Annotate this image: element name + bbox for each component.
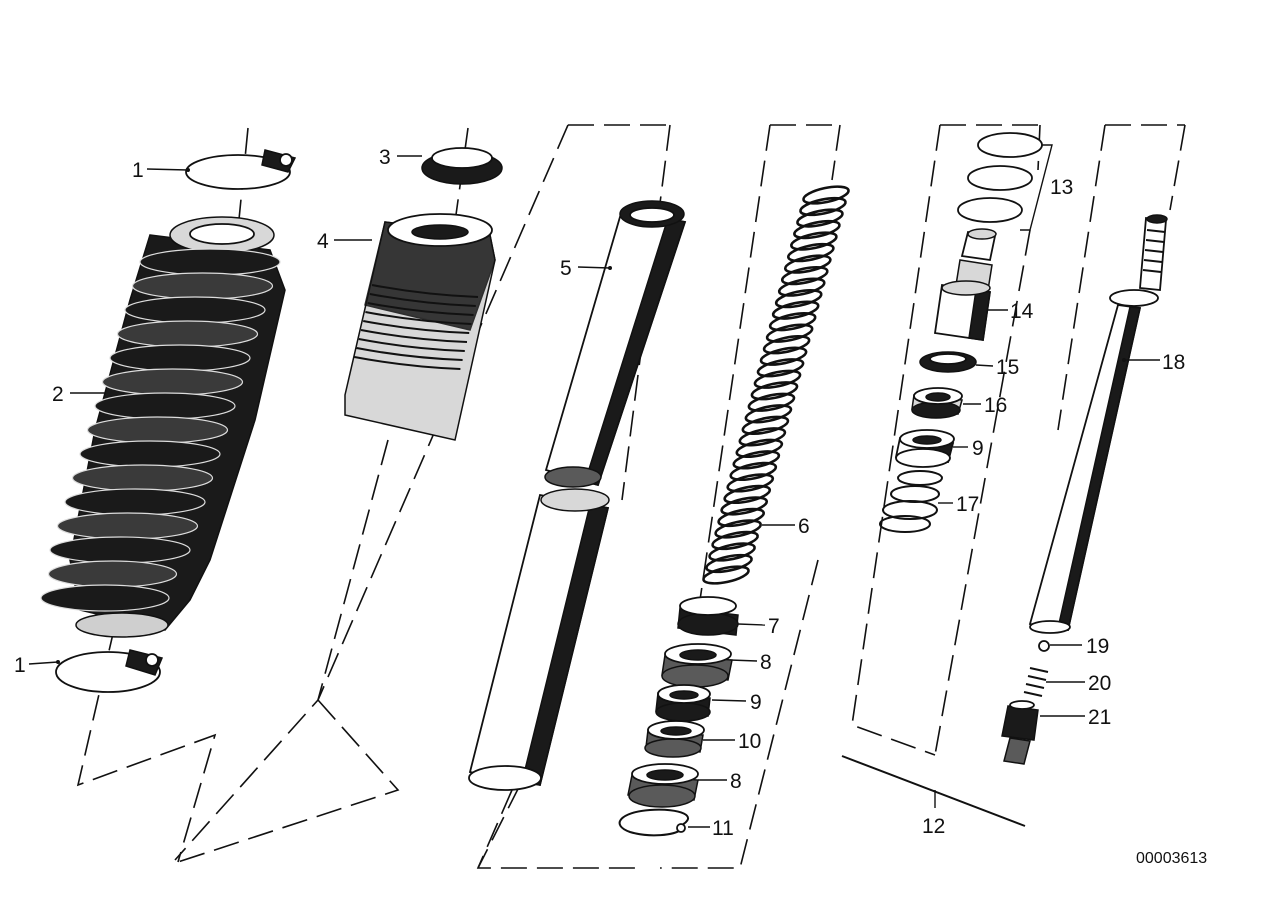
callout-2: 2 <box>52 383 64 406</box>
assembly-outline-damper <box>851 124 1186 756</box>
callout-8-lower: 8 <box>730 770 742 793</box>
callout-15: 15 <box>996 356 1019 379</box>
ring-9-upper <box>894 429 955 468</box>
rubber-ring <box>421 147 503 185</box>
assembly-bracket-12 <box>841 755 1026 827</box>
damper-rod <box>1028 214 1168 634</box>
callout-5: 5 <box>560 257 572 280</box>
callout-3: 3 <box>379 146 391 169</box>
callout-labels: 1 1 2 3 4 5 6 7 8 9 10 8 11 12 13 14 15 … <box>14 146 1185 840</box>
callout-17: 17 <box>956 493 979 516</box>
callout-13: 13 <box>1050 176 1073 199</box>
callout-19: 19 <box>1086 635 1109 658</box>
hose-clamp-upper <box>185 149 297 190</box>
spring-20 <box>1023 667 1049 697</box>
assembly-outline-spring <box>660 124 841 869</box>
callout-10: 10 <box>738 730 761 753</box>
fork-cover <box>344 213 496 441</box>
spring-17 <box>879 470 943 533</box>
callout-11: 11 <box>712 817 734 840</box>
callout-9-lower: 9 <box>750 691 762 714</box>
ring-16 <box>911 387 963 419</box>
callout-9-upper: 9 <box>972 437 984 460</box>
ring-8-lower <box>627 763 699 808</box>
ring-8-upper <box>661 643 733 688</box>
ball-19 <box>1038 640 1050 652</box>
valve-body-21 <box>1001 700 1039 765</box>
callout-20: 20 <box>1088 672 1111 695</box>
callout-1-lower: 1 <box>14 654 26 677</box>
hose-clamp-lower <box>55 649 164 693</box>
ring-9-lower <box>655 684 711 722</box>
washer-15 <box>919 351 977 373</box>
leader-lines <box>28 155 1160 828</box>
callout-6: 6 <box>798 515 810 538</box>
callout-14: 14 <box>1010 300 1034 323</box>
callout-18: 18 <box>1162 351 1185 374</box>
damper-piston <box>933 228 997 342</box>
fork-tube <box>468 200 687 791</box>
ring-7 <box>677 596 739 636</box>
callout-4: 4 <box>317 230 329 253</box>
circlip-11 <box>618 808 689 837</box>
document-number: 00003613 <box>1136 850 1207 867</box>
ring-10 <box>644 720 705 758</box>
callout-8-upper: 8 <box>760 651 772 674</box>
callout-12: 12 <box>922 815 945 838</box>
callout-21: 21 <box>1088 706 1111 729</box>
callout-7: 7 <box>768 615 780 638</box>
callout-1-upper: 1 <box>132 159 144 182</box>
o-rings-13 <box>957 132 1053 231</box>
callout-16: 16 <box>984 394 1007 417</box>
rubber-gaiter <box>40 216 286 638</box>
coil-spring <box>702 185 850 585</box>
